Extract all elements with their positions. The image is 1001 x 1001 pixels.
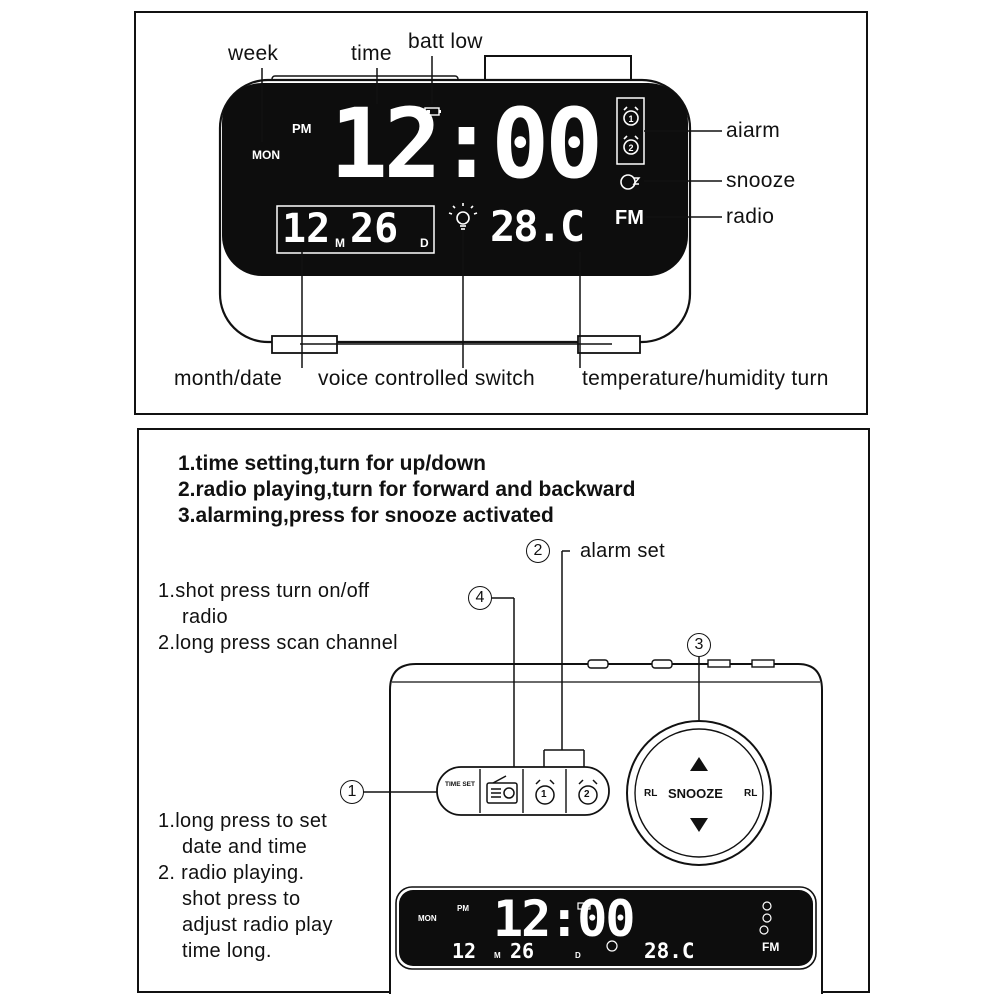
callout-month-date: month/date [174, 367, 283, 390]
alarm2-button-label: 2 [584, 789, 590, 800]
radio-button[interactable] [476, 800, 518, 801]
callout-radio: radio [726, 205, 775, 228]
time-set-button[interactable]: TIME SET [440, 781, 480, 789]
bottom-band-indicator: FM [762, 940, 780, 954]
callout-week: week [228, 42, 279, 65]
bottom-temperature-readout: 28.C [644, 939, 695, 963]
knob-left-label: RL [644, 788, 658, 799]
knob-right-label: RL [744, 788, 758, 799]
time-note-4: shot press to [182, 888, 301, 910]
top-ampm-indicator: PM [292, 121, 312, 136]
time-note-1: 1.long press to set [158, 810, 328, 832]
snooze-icon [620, 174, 641, 190]
bottom-month-unit: M [494, 951, 501, 960]
alarm-set-label: alarm set [580, 540, 665, 562]
svg-text:1: 1 [628, 114, 633, 124]
alarm1-button-label: 1 [541, 789, 547, 800]
snooze-label: SNOOZE [668, 786, 723, 801]
top-day-unit: D [420, 236, 429, 250]
radio-note-2: radio [182, 606, 228, 628]
marker-3: 3 [687, 633, 711, 657]
bottom-day-unit: D [575, 951, 581, 960]
radio-note-3: 2.long press scan channel [158, 632, 398, 654]
time-set-label: TIME SET [445, 781, 475, 788]
svg-text:2: 2 [628, 143, 633, 153]
top-band-indicator: FM [615, 207, 644, 229]
bottom-time-readout: 12:00 [493, 890, 636, 948]
bottom-weekday-indicator: MON [418, 914, 437, 923]
callout-alarm: aiarm [726, 119, 781, 142]
top-weekday-indicator: MON [252, 148, 280, 162]
bottom-ampm-indicator: PM [457, 904, 469, 913]
alarm1-icon [623, 106, 639, 126]
time-note-2: date and time [182, 836, 308, 858]
top-month-readout: 12 [282, 206, 331, 252]
callout-time: time [351, 42, 392, 65]
radio-note-1: 1.shot press turn on/off [158, 580, 370, 602]
instruction-line-3: 3.alarming,press for snooze activated [178, 504, 554, 527]
marker-2: 2 [526, 539, 550, 563]
top-day-readout: 26 [350, 206, 399, 252]
callout-snooze: snooze [726, 169, 796, 192]
battery-low-icon [424, 107, 441, 116]
marker-4: 4 [468, 586, 492, 610]
callout-batt-low: batt low [408, 30, 483, 53]
instruction-line-1: 1.time setting,turn for up/down [178, 452, 486, 475]
date-box [276, 205, 435, 254]
bottom-month-readout: 12 [452, 939, 477, 963]
bottom-day-readout: 26 [510, 939, 535, 963]
top-temperature-readout: 28.C [490, 202, 585, 251]
top-month-unit: M [335, 236, 345, 250]
voice-bulb-icon [448, 203, 478, 230]
callout-voice-switch: voice controlled switch [318, 367, 535, 390]
marker-1: 1 [340, 780, 364, 804]
top-time-readout: 12:00 [330, 88, 603, 200]
instruction-line-2: 2.radio playing,turn for forward and bac… [178, 478, 636, 501]
time-note-3: 2. radio playing. [158, 862, 305, 884]
time-note-6: time long. [182, 940, 272, 962]
callout-temp-humidity: temperature/humidity turn [582, 367, 829, 390]
time-note-5: adjust radio play [182, 914, 333, 936]
alarm2-icon [623, 135, 639, 155]
top-callout-lines [261, 56, 722, 368]
top-clock-screen [222, 83, 688, 276]
